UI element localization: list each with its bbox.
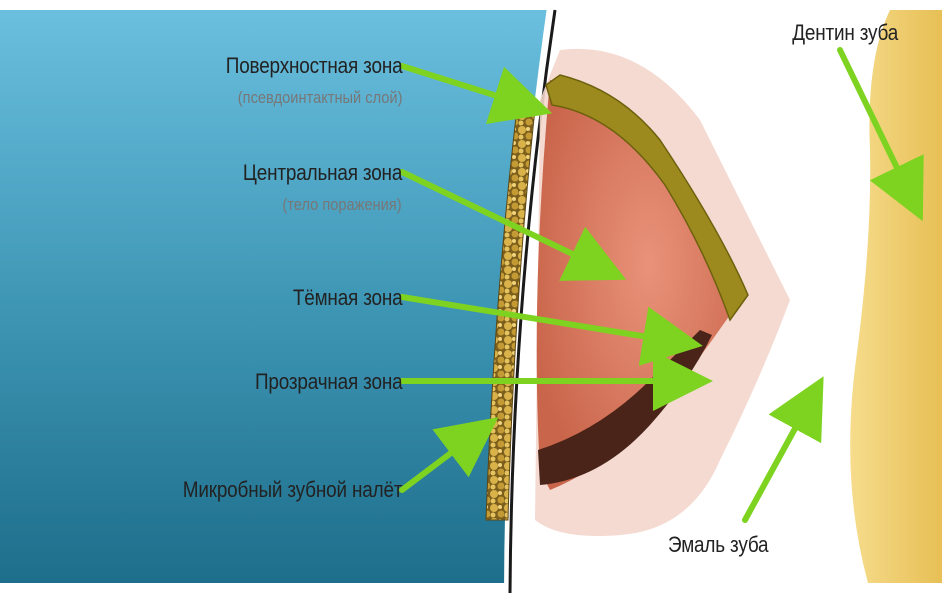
- label-surface-zone: Поверхностная зона: [225, 53, 402, 79]
- label-surface-zone-note: (псевдоинтактный слой): [237, 88, 402, 108]
- label-enamel: Эмаль зуба: [668, 532, 768, 558]
- label-central-zone-note: (тело поражения): [283, 195, 402, 215]
- label-microbial-plaque: Микробный зубной налёт: [182, 477, 402, 503]
- label-central-zone: Центральная зона: [243, 160, 402, 186]
- label-dentin: Дентин зуба: [792, 20, 898, 46]
- label-dark-zone: Тёмная зона: [292, 285, 402, 311]
- label-translucent-zone: Прозрачная зона: [255, 369, 402, 395]
